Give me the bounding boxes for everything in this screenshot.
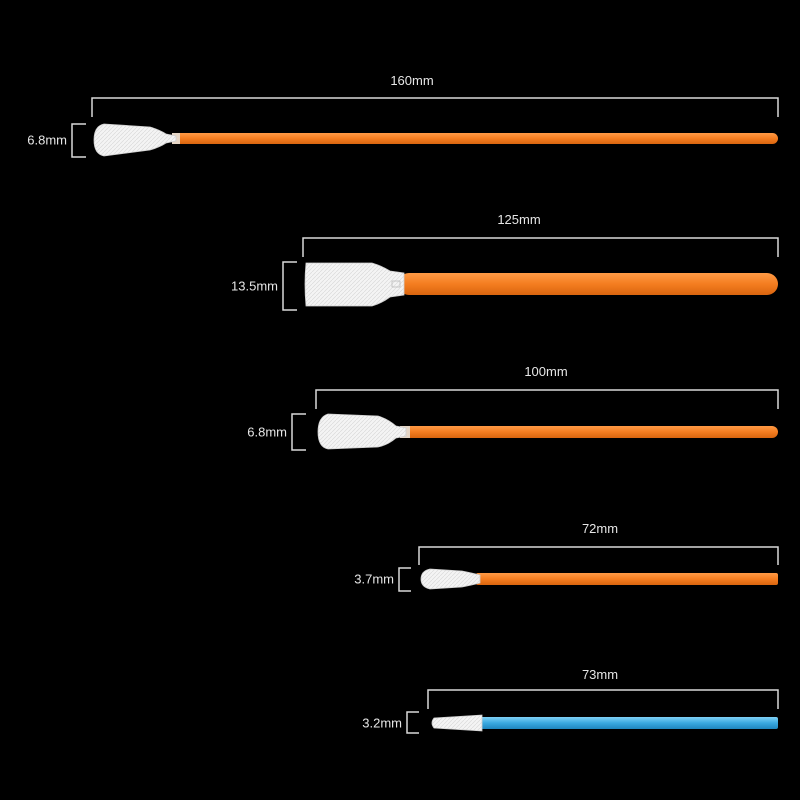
swab-4 xyxy=(398,546,779,592)
width-label-5: 3.2mm xyxy=(362,715,402,731)
length-bracket-4 xyxy=(418,546,779,565)
width-bracket-4 xyxy=(398,567,411,592)
width-label-3: 6.8mm xyxy=(247,424,287,440)
swab-head-1 xyxy=(93,123,177,157)
width-bracket-5 xyxy=(406,711,419,734)
swab-5 xyxy=(406,689,779,734)
swab-1 xyxy=(71,97,779,158)
swab-head-3 xyxy=(317,413,407,450)
length-bracket-3 xyxy=(315,389,779,409)
handle-3 xyxy=(400,426,778,438)
width-bracket-3 xyxy=(291,413,306,451)
length-bracket-1 xyxy=(91,97,779,117)
swab-head-2 xyxy=(304,262,405,307)
length-label-1: 160mm xyxy=(390,73,434,88)
swab-3 xyxy=(291,389,779,451)
length-bracket-5 xyxy=(427,689,779,709)
swab-head-5 xyxy=(431,714,483,732)
width-bracket-2 xyxy=(282,261,297,311)
width-bracket-1 xyxy=(71,123,86,158)
length-label-5: 73mm xyxy=(581,667,619,682)
width-label-4: 3.7mm xyxy=(354,571,394,587)
handle-2 xyxy=(398,273,778,295)
handle-1 xyxy=(172,133,778,144)
swab-head-4 xyxy=(420,568,481,590)
length-bracket-2 xyxy=(302,237,779,257)
length-label-4: 72mm xyxy=(581,521,619,536)
handle-4 xyxy=(476,573,778,585)
width-label-2: 13.5mm xyxy=(231,278,278,294)
length-label-2: 125mm xyxy=(497,212,541,227)
length-label-3: 100mm xyxy=(524,364,568,379)
handle-5 xyxy=(480,717,778,729)
width-label-1: 6.8mm xyxy=(27,132,67,148)
swab-2 xyxy=(282,237,779,311)
